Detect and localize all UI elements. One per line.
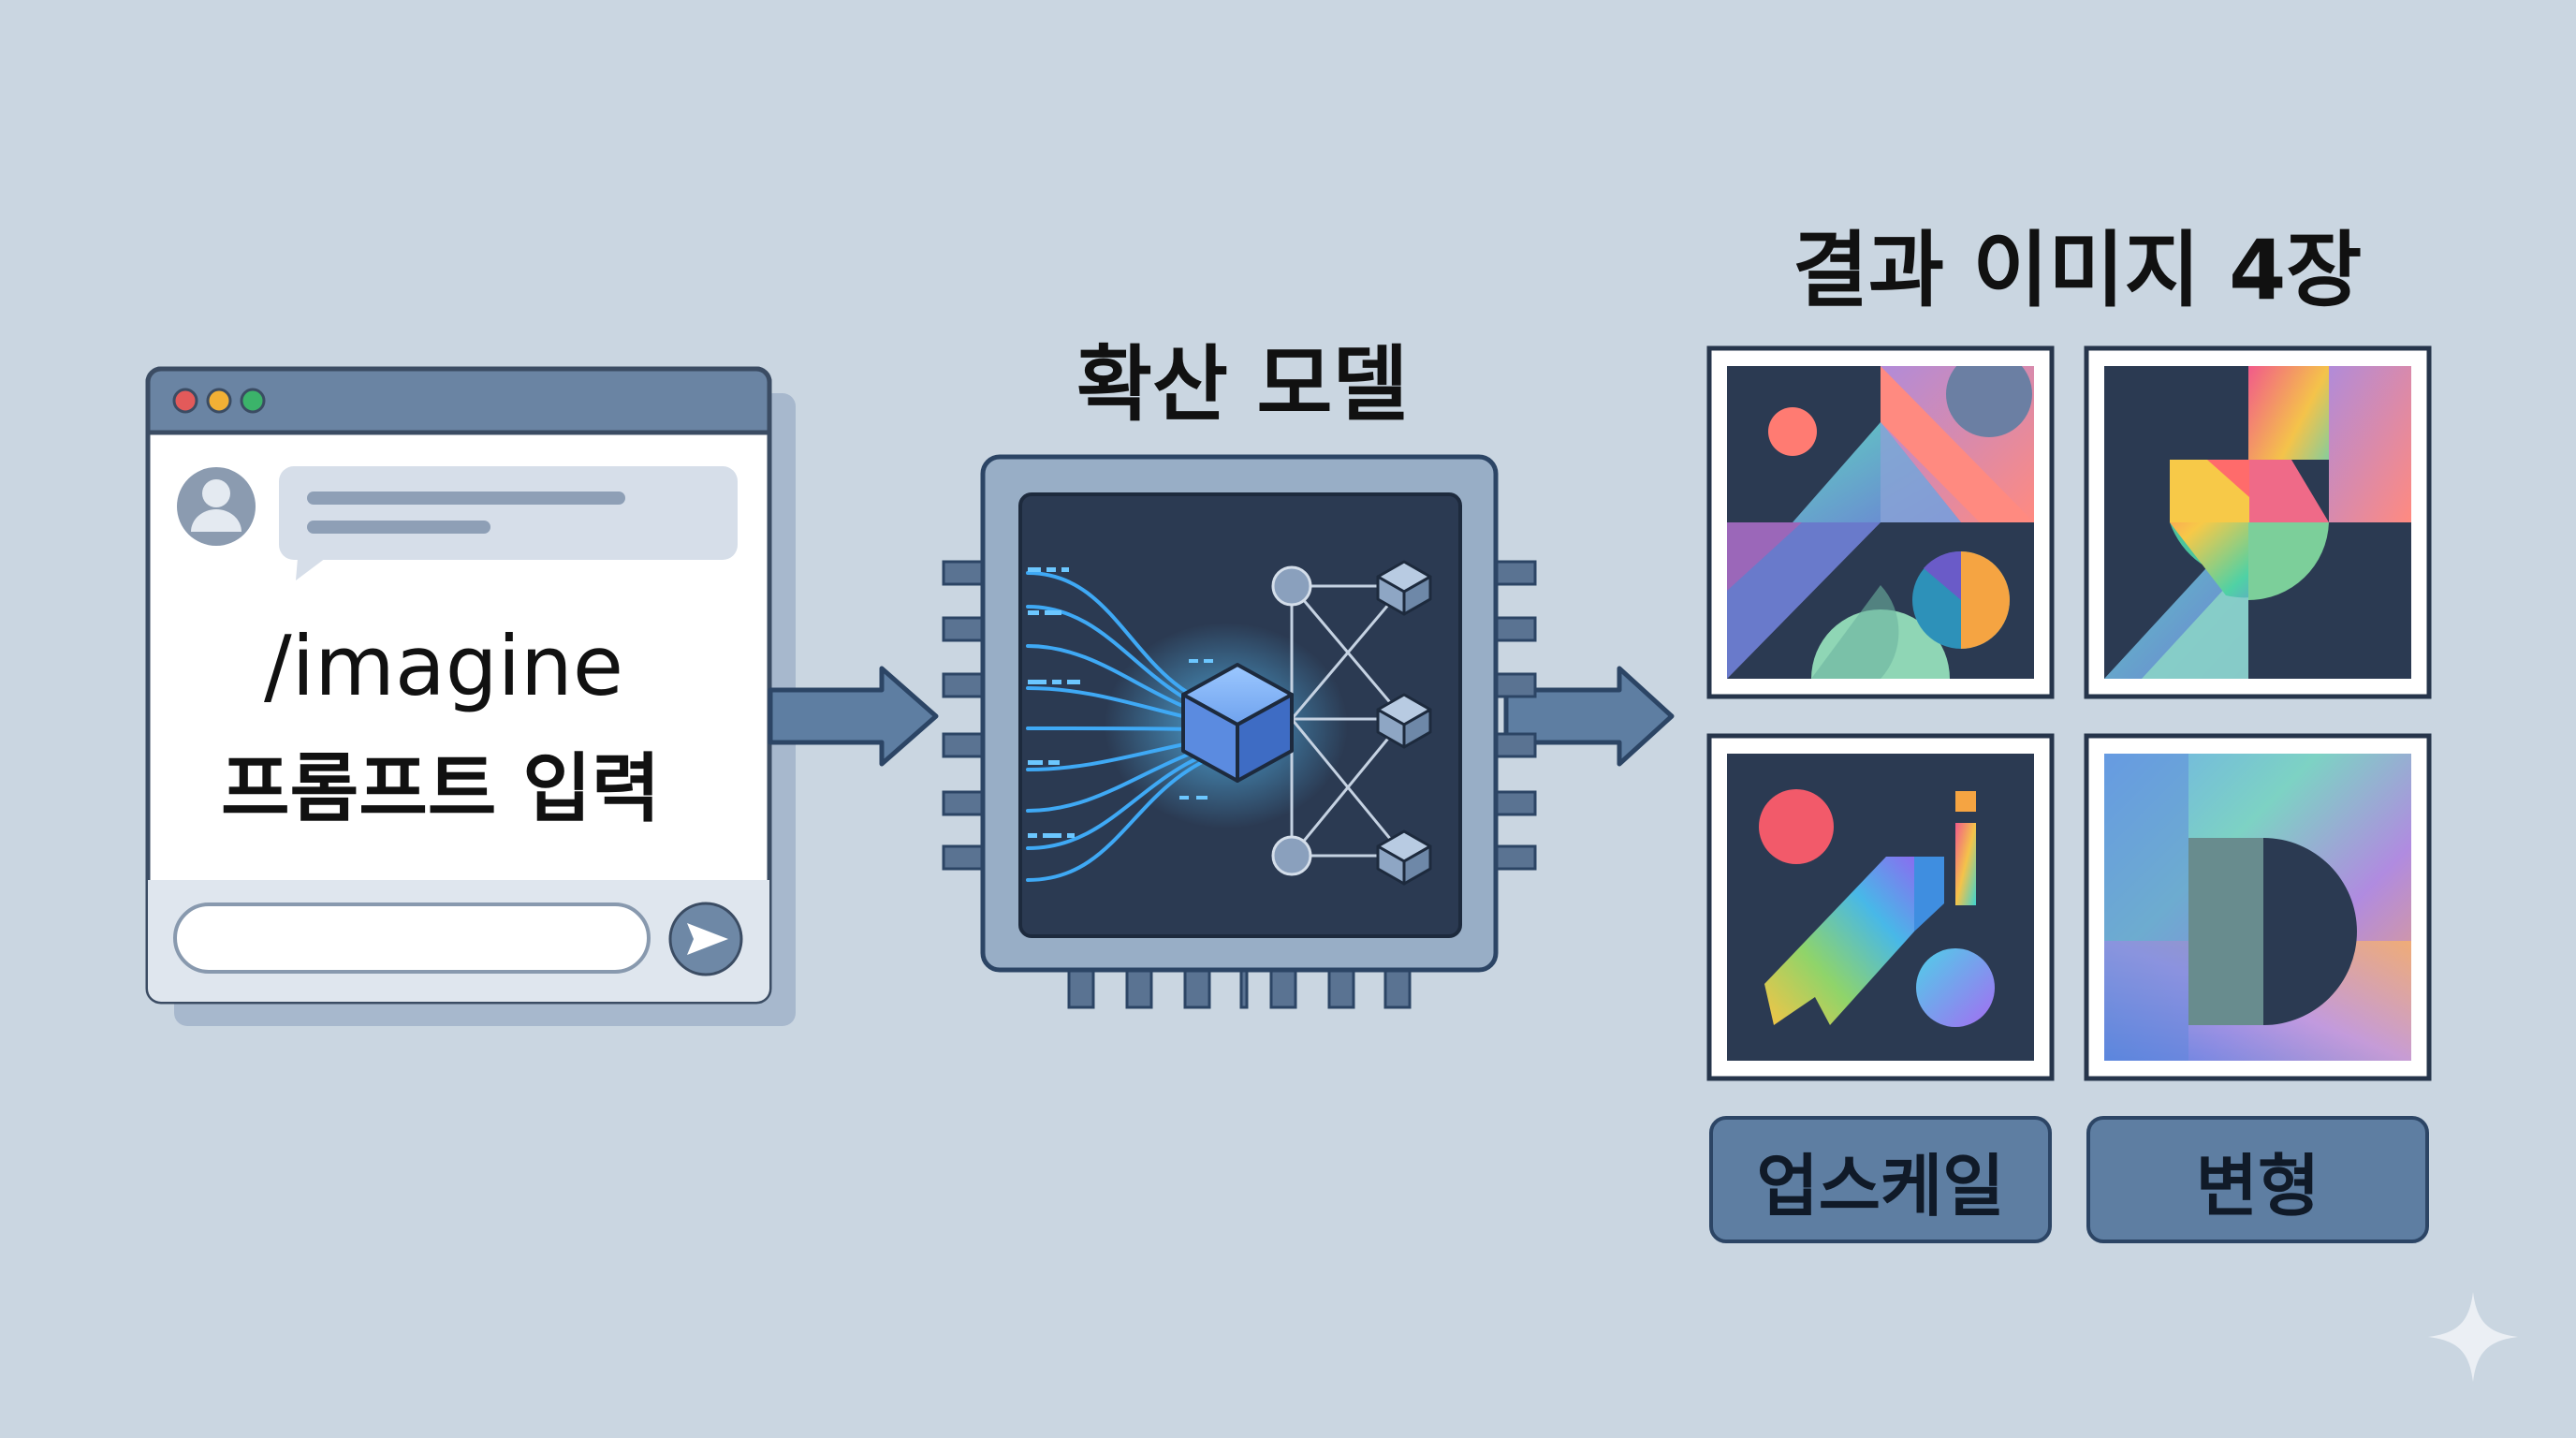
- send-button[interactable]: [668, 902, 743, 976]
- result-image-4[interactable]: [2084, 733, 2432, 1081]
- arrow-right-icon: [768, 666, 939, 767]
- chip-icon: [942, 454, 1537, 1009]
- prompt-command: /imagine: [264, 618, 623, 714]
- sparkle-icon: [2428, 1292, 2518, 1382]
- result-image-2[interactable]: [2084, 345, 2432, 699]
- upscale-button[interactable]: 업스케일: [1709, 1116, 2052, 1243]
- variation-button[interactable]: 변형: [2086, 1116, 2429, 1243]
- prompt-window: [145, 366, 796, 1026]
- window-maximize-dot[interactable]: [240, 388, 266, 414]
- prompt-label: 프롬프트 입력: [221, 745, 661, 832]
- avatar-icon: [177, 467, 256, 546]
- result-image-1[interactable]: [1706, 345, 2055, 699]
- results-title: 결과 이미지 4장: [1793, 222, 2363, 318]
- prompt-input-field[interactable]: [173, 902, 651, 974]
- model-title: 확산 모델: [1076, 336, 1409, 433]
- result-image-3[interactable]: [1706, 733, 2055, 1081]
- window-minimize-dot[interactable]: [206, 388, 232, 414]
- chat-bubble: [279, 466, 738, 580]
- send-icon: [687, 923, 728, 955]
- cube-icon: [1181, 663, 1294, 783]
- window-close-dot[interactable]: [172, 388, 198, 414]
